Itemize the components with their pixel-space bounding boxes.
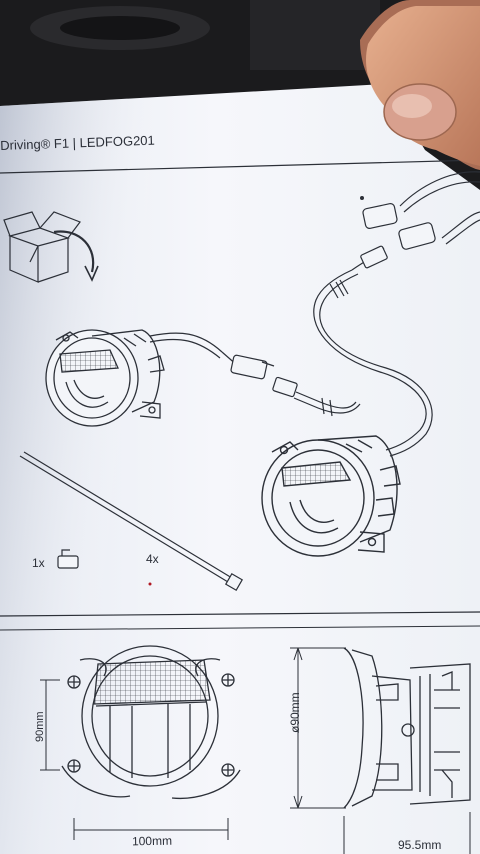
sheet-shading — [0, 84, 480, 854]
mid-connector — [272, 376, 361, 417]
dashboard-panel — [250, 0, 380, 70]
left-lamp-cable — [149, 332, 275, 380]
wiring-harness — [313, 171, 480, 457]
quantity-cable-tie: 4x — [146, 552, 159, 566]
dimension-depth: 95.5mm — [398, 838, 442, 852]
header-divider — [0, 159, 480, 174]
loose-connector — [57, 549, 79, 569]
dimension-lines-side — [290, 647, 471, 854]
section-divider — [0, 611, 480, 617]
mark-dot — [148, 582, 152, 586]
thumbnail-highlight — [392, 94, 432, 118]
hand — [360, 0, 480, 170]
side-view-drawing — [343, 647, 471, 809]
dimension-lines-front — [40, 679, 229, 840]
mark-dot — [360, 196, 364, 200]
fog-lamp-right — [261, 435, 401, 557]
cable-tie — [19, 451, 244, 592]
quantity-connector: 1x — [32, 556, 45, 570]
dimension-height: ø90mm — [288, 692, 302, 733]
dimension-width: 100mm — [131, 833, 173, 849]
section-divider — [0, 625, 480, 631]
dimension-inner: 90mm — [34, 711, 46, 742]
box-icon — [3, 211, 81, 283]
rotate-arrow-icon — [53, 230, 99, 282]
fog-lamp-left — [45, 329, 165, 427]
dashboard-vent-inner — [60, 16, 180, 40]
front-view-drawing — [61, 645, 241, 799]
